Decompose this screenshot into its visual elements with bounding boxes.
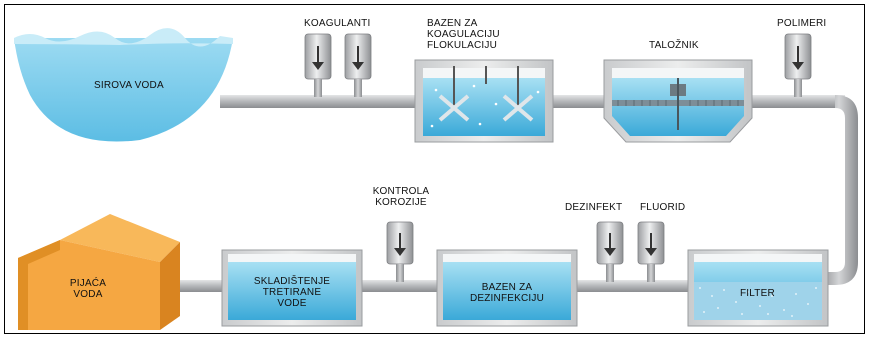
filter-tank xyxy=(687,249,829,327)
dezinfekt-doser xyxy=(596,221,624,282)
dezinfekcija-basin xyxy=(436,249,578,327)
label-pijaca-voda: PIJAĆA VODA xyxy=(58,278,118,300)
label-kontrola-korozije: KONTROLA KOROZIJE xyxy=(368,186,434,208)
taloznik-grate xyxy=(617,100,739,106)
label-taloznik: TALOŽNIK xyxy=(649,40,699,51)
label-filter: FILTER xyxy=(740,288,775,299)
taloznik-tank xyxy=(603,59,753,143)
pijaca-voda-house xyxy=(18,214,180,330)
label-bazen-dez-line2: DEZINFEKCIJU xyxy=(469,293,545,304)
fluorid-doser xyxy=(637,221,665,282)
label-polimeri: POLIMERI xyxy=(777,18,827,29)
label-skladistenje-line2: TRETIRANE xyxy=(262,287,322,298)
doser-1 xyxy=(304,33,332,97)
label-pijaca-line2: VODA xyxy=(73,289,103,300)
polimeri-doser xyxy=(784,33,812,97)
label-kontrola-line2: KOROZIJE xyxy=(375,197,427,208)
label-skladistenje-line1: SKLADIŠTENJE xyxy=(253,276,331,287)
label-bazen-koag-line1: BAZEN ZA xyxy=(427,18,478,29)
label-bazen-dez-line1: BAZEN ZA xyxy=(481,282,533,293)
skladistenje-tank xyxy=(221,249,363,327)
label-bazen-koagulacija: BAZEN ZA KOAGULACIJU FLOKULACIJU xyxy=(427,18,500,51)
kontrola-korozije-doser xyxy=(386,221,414,282)
label-dezinfekt: DEZINFEKT xyxy=(565,202,623,213)
doser-2 xyxy=(344,33,372,97)
label-sirova-voda: SIROVA VODA xyxy=(94,80,164,91)
label-bazen-dezinfekcija: BAZEN ZA DEZINFEKCIJU xyxy=(450,282,564,304)
label-skladistenje: SKLADIŠTENJE TRETIRANE VODE xyxy=(240,276,344,309)
label-pijaca-line1: PIJAĆA xyxy=(69,278,107,289)
label-koagulanti: KOAGULANTI xyxy=(304,18,371,29)
label-bazen-koag-line2: KOAGULACIJU xyxy=(427,29,500,40)
diagram-frame xyxy=(4,4,865,334)
label-fluorid: FLUORID xyxy=(640,202,686,213)
koagulacija-basin xyxy=(414,59,554,143)
label-kontrola-line1: KONTROLA xyxy=(372,186,430,197)
label-skladistenje-line3: VODE xyxy=(277,298,307,309)
raw-water-lake xyxy=(14,28,233,142)
label-bazen-koag-line3: FLOKULACIJU xyxy=(427,40,497,51)
koagulanti-dosers xyxy=(304,33,372,97)
